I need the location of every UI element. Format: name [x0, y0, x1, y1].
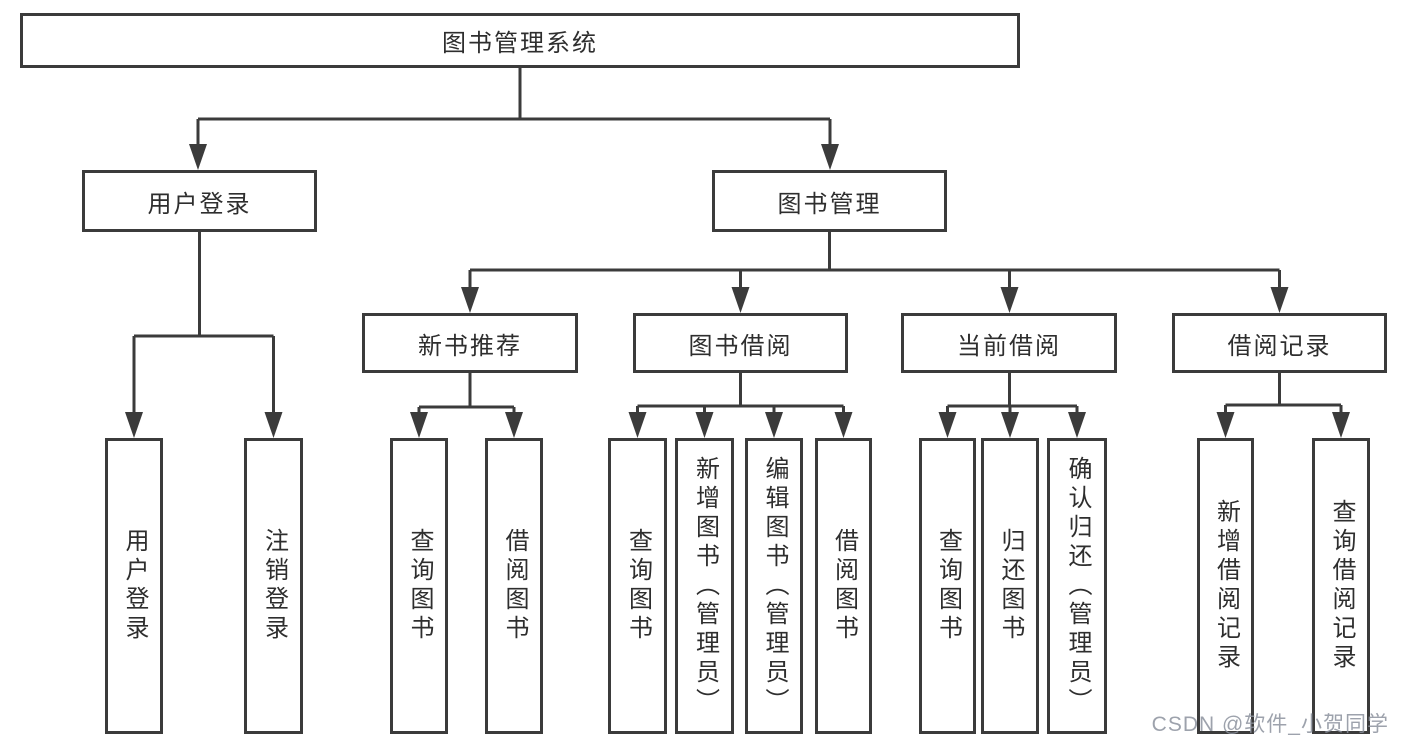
node-user-login: 用户登录: [105, 438, 163, 734]
node-label: 借阅记录: [1227, 332, 1332, 360]
arrowhead-icon: [461, 287, 479, 313]
node-label: 用户登录: [121, 528, 148, 644]
node-query-books-current: 查询图书: [919, 438, 976, 734]
arrowhead-icon: [765, 412, 783, 438]
node-library-management-system: 图书管理系统: [20, 13, 1020, 68]
node-label: 新增借阅记录: [1212, 499, 1240, 673]
node-book-management-module: 图书管理: [712, 170, 947, 232]
node-label: 注销登录: [260, 528, 288, 644]
node-current-borrowing: 当前借阅: [901, 313, 1117, 373]
arrowhead-icon: [189, 144, 207, 170]
arrowhead-icon: [1068, 412, 1086, 438]
node-label: 查询图书: [624, 528, 652, 644]
edge-borrowrecords-to-children: [1216, 371, 1350, 438]
arrowhead-icon: [1332, 412, 1350, 438]
node-label: 新书推荐: [418, 332, 522, 360]
node-edit-books-admin: 编辑图书（管理员）: [745, 438, 803, 734]
node-borrowing-records: 借阅记录: [1172, 313, 1387, 373]
node-label: 查询图书: [934, 528, 962, 644]
node-add-books-admin: 新增图书（管理员）: [675, 438, 734, 734]
edge-currentborrow-to-children: [938, 371, 1086, 438]
node-new-book-recommend: 新书推荐: [362, 313, 578, 373]
node-label: 图书管理系统: [442, 30, 598, 57]
node-borrow-books-recommend: 借阅图书: [485, 438, 543, 734]
edge-userlogin-to-children: [125, 230, 283, 438]
arrowhead-icon: [264, 412, 283, 438]
arrowhead-icon: [505, 412, 523, 438]
node-label: 归还图书: [997, 528, 1024, 644]
arrowhead-icon: [695, 412, 714, 438]
arrowhead-icon: [821, 144, 839, 170]
arrowhead-icon: [938, 412, 957, 438]
node-book-borrowing: 图书借阅: [633, 313, 848, 373]
node-label: 借阅图书: [501, 528, 528, 644]
node-label: 图书管理: [777, 190, 882, 218]
node-label: 新增图书（管理员）: [691, 455, 719, 717]
node-label: 查询借阅记录: [1328, 499, 1355, 673]
node-borrow-books: 借阅图书: [815, 438, 872, 734]
arrowhead-icon: [1001, 412, 1019, 438]
node-label: 用户登录: [147, 190, 252, 218]
node-logout: 注销登录: [244, 438, 303, 734]
node-label: 图书借阅: [688, 332, 793, 360]
node-label: 查询图书: [406, 528, 433, 644]
node-query-borrow-record: 查询借阅记录: [1312, 438, 1370, 734]
node-label: 当前借阅: [957, 332, 1061, 360]
edge-bookborrow-to-children: [628, 371, 853, 438]
node-label: 借阅图书: [830, 528, 858, 644]
edge-root-to-level2: [189, 66, 839, 170]
node-user-login-module: 用户登录: [82, 170, 317, 232]
arrowhead-icon: [410, 412, 428, 438]
arrowhead-icon: [1216, 412, 1235, 438]
arrowhead-icon: [1270, 287, 1289, 313]
edge-bookmgmt-to-level3: [461, 230, 1289, 313]
node-label: 确认归还（管理员）: [1064, 455, 1091, 717]
node-label: 编辑图书（管理员）: [761, 455, 788, 717]
node-query-books-recommend: 查询图书: [390, 438, 448, 734]
edge-newbooks-to-children: [410, 371, 523, 438]
arrowhead-icon: [731, 287, 750, 313]
arrowhead-icon: [628, 412, 647, 438]
arrowhead-icon: [1000, 287, 1019, 313]
node-add-borrow-record: 新增借阅记录: [1197, 438, 1254, 734]
node-return-books: 归还图书: [981, 438, 1039, 734]
node-confirm-return-admin: 确认归还（管理员）: [1047, 438, 1107, 734]
node-query-books-borrowing: 查询图书: [608, 438, 667, 734]
arrowhead-icon: [125, 412, 143, 438]
csdn-watermark: CSDN @软件_小贺同学: [1151, 713, 1389, 736]
arrowhead-icon: [834, 412, 853, 438]
